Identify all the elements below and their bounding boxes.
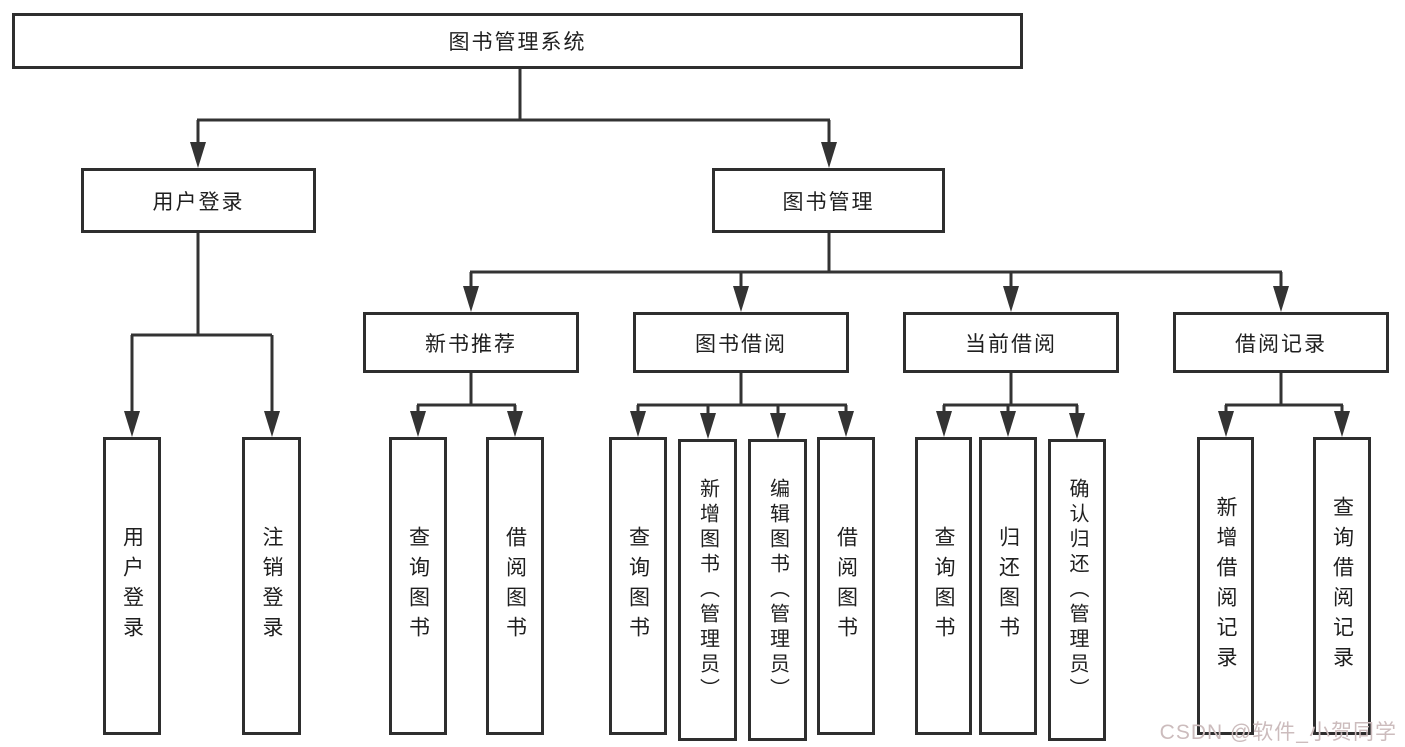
leaf-query-books-borrow: 查询图书 xyxy=(609,437,667,735)
leaf-query-borrow-record: 查询借阅记录 xyxy=(1313,437,1371,735)
node-root: 图书管理系统 xyxy=(12,13,1023,69)
arrowheads xyxy=(124,142,1350,439)
node-current-borrowing: 当前借阅 xyxy=(903,312,1119,373)
leaf-borrow-books: 借阅图书 xyxy=(817,437,875,735)
node-borrowing-records: 借阅记录 xyxy=(1173,312,1389,373)
leaf-label: 用户登录 xyxy=(120,526,144,646)
csdn-watermark: CSDN @软件_小贺同学 xyxy=(1159,721,1397,744)
leaf-return-books: 归还图书 xyxy=(979,437,1037,735)
node-new-book-recommend: 新书推荐 xyxy=(363,312,579,373)
leaf-add-books-admin: 新增图书（管理员） xyxy=(678,439,737,741)
leaf-label: 查询图书 xyxy=(626,526,650,646)
leaf-label: 查询借阅记录 xyxy=(1330,496,1354,676)
node-book-borrowing: 图书借阅 xyxy=(633,312,849,373)
leaf-label: 借阅图书 xyxy=(834,526,858,646)
leaf-query-books-current: 查询图书 xyxy=(915,437,972,735)
leaf-confirm-return-admin: 确认归还（管理员） xyxy=(1048,439,1106,741)
leaf-query-books-recommend: 查询图书 xyxy=(389,437,447,735)
leaf-logout: 注销登录 xyxy=(242,437,301,735)
leaf-label: 确认归还（管理员） xyxy=(1066,477,1088,703)
leaf-label: 归还图书 xyxy=(996,526,1020,646)
leaf-label: 新增图书（管理员） xyxy=(696,477,719,703)
leaf-label: 查询图书 xyxy=(932,526,955,646)
leaf-label: 查询图书 xyxy=(406,526,430,646)
leaf-label: 编辑图书（管理员） xyxy=(766,477,789,703)
leaf-add-borrow-record: 新增借阅记录 xyxy=(1197,437,1254,735)
leaf-borrow-books-recommend: 借阅图书 xyxy=(486,437,544,735)
leaf-label: 注销登录 xyxy=(260,526,283,646)
node-book-management: 图书管理 xyxy=(712,168,945,233)
leaf-user-login: 用户登录 xyxy=(103,437,161,735)
leaf-edit-books-admin: 编辑图书（管理员） xyxy=(748,439,807,741)
leaf-label: 新增借阅记录 xyxy=(1214,496,1237,676)
node-user-login: 用户登录 xyxy=(81,168,316,233)
leaf-label: 借阅图书 xyxy=(503,526,527,646)
